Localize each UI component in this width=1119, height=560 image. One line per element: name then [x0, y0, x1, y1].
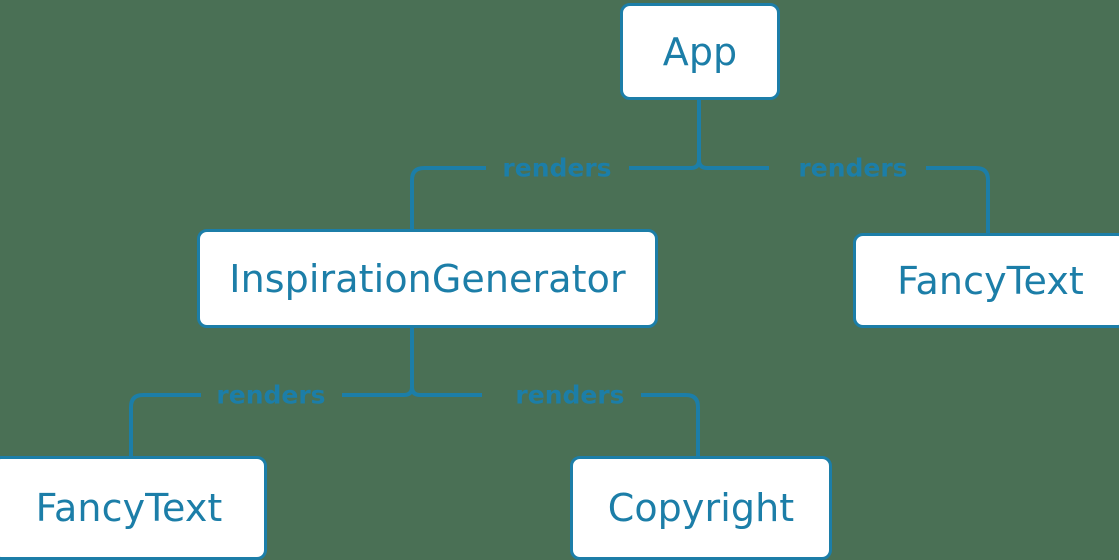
node-fancy-text-right-label: FancyText: [897, 258, 1084, 303]
node-copyright-label: Copyright: [607, 486, 795, 530]
node-app-label: App: [662, 29, 738, 74]
edge-label-app-to-inspiration: renders: [502, 153, 612, 183]
edge-inspiration-to-copyright-arm-outer: [641, 393, 700, 456]
node-app[interactable]: App: [620, 3, 780, 100]
node-copyright[interactable]: Copyright: [570, 456, 832, 560]
edge-app-to-inspiration-arm-inner: [629, 159, 701, 170]
edge-app-to-fancytext-arm-outer: [926, 166, 990, 233]
edge-app-to-inspiration-arm-outer: [410, 166, 486, 229]
edge-app-to-fancytext-arm-inner: [697, 159, 769, 170]
node-fancy-text-right[interactable]: FancyText: [853, 233, 1119, 328]
edge-inspiration-to-fancytext-arm-inner: [342, 386, 414, 397]
node-fancy-text-bottom-label: FancyText: [35, 486, 223, 530]
edge-inspiration-to-fancytext-arm-outer: [129, 393, 201, 456]
edge-label-inspiration-to-copyright: renders: [515, 380, 625, 410]
node-fancy-text-bottom[interactable]: FancyText: [0, 456, 267, 560]
edge-label-inspiration-to-fancytext: renders: [216, 380, 326, 410]
edge-inspiration-to-copyright-arm-inner: [410, 386, 482, 397]
edge-label-app-to-fancytext: renders: [798, 153, 908, 183]
node-inspiration-generator-label: InspirationGenerator: [229, 256, 626, 301]
node-inspiration-generator[interactable]: InspirationGenerator: [197, 229, 658, 328]
